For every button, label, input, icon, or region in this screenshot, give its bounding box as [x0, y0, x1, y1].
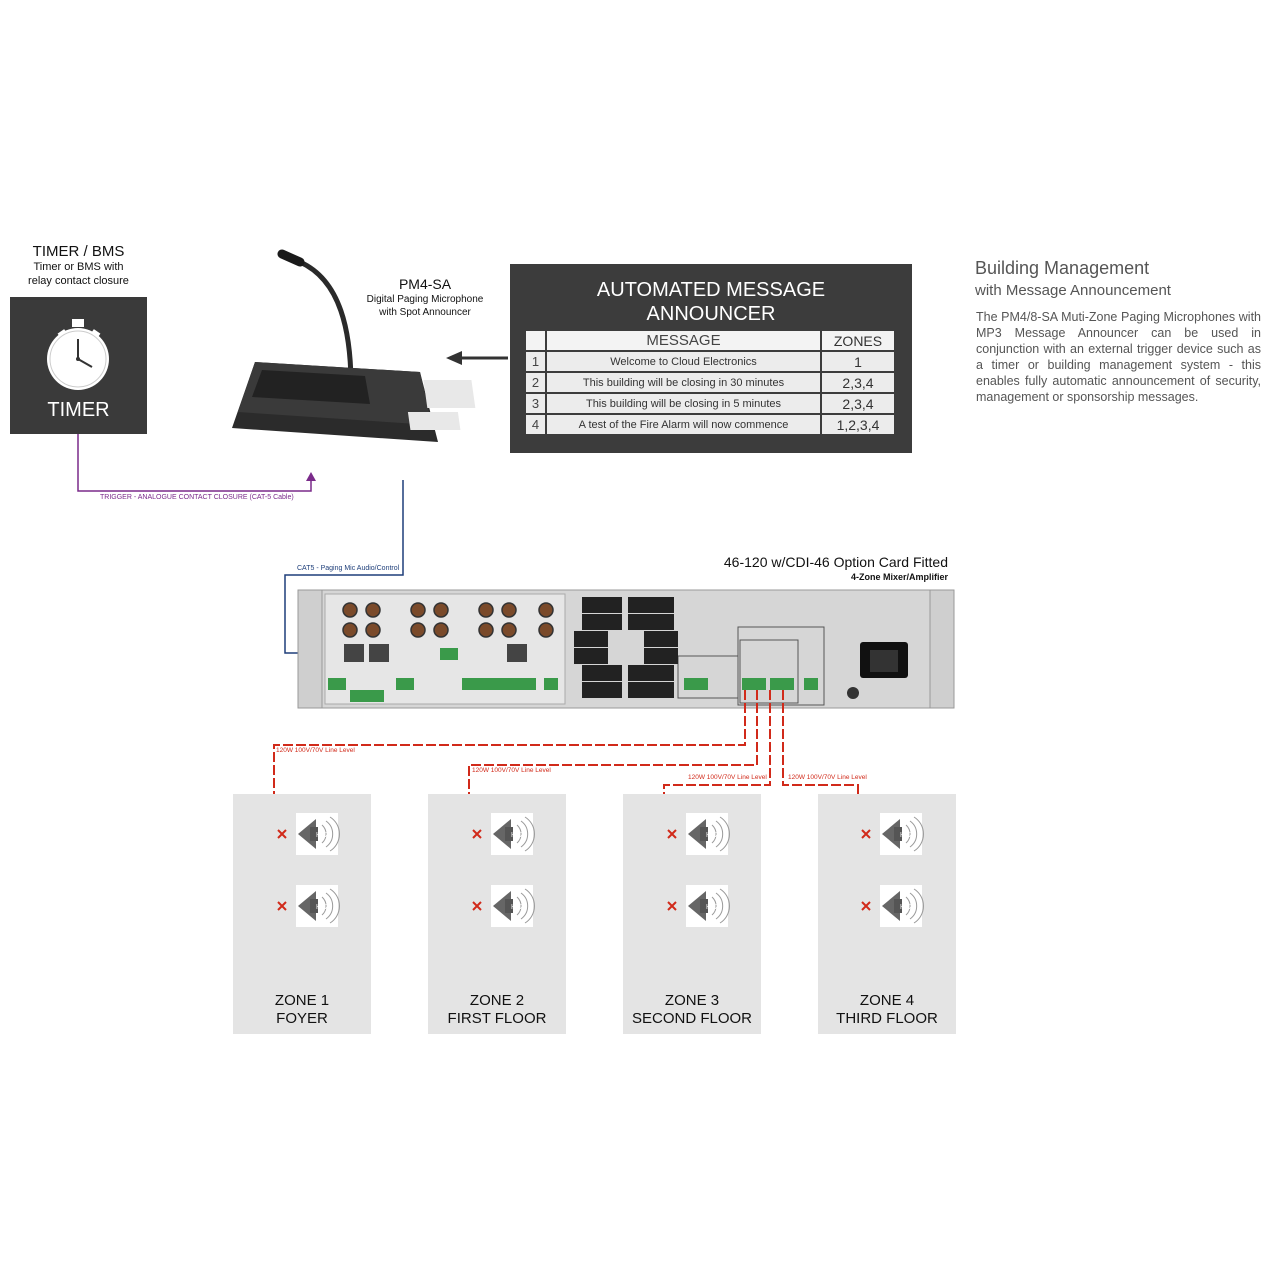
speaker-connector	[667, 901, 677, 911]
row-message: This building will be closing in 30 minu…	[545, 371, 822, 394]
speaker-icon: Hi-Z	[296, 885, 340, 927]
speaker-connector	[472, 829, 482, 839]
message-table: MESSAGE ZONES 1 Welcome to Cloud Electro…	[524, 329, 896, 436]
zone-number: ZONE 3	[664, 992, 720, 1009]
speaker-icon: Hi-Z	[686, 813, 730, 855]
zone-number: ZONE 1	[274, 992, 330, 1009]
row-zones: 1,2,3,4	[820, 413, 896, 436]
amplifier-subtitle: 4-Zone Mixer/Amplifier	[850, 572, 948, 582]
message-announcer-panel: AUTOMATED MESSAGE ANNOUNCER MESSAGE ZONE…	[510, 264, 912, 453]
zone-number: ZONE 2	[469, 992, 525, 1009]
header-message: MESSAGE	[545, 329, 822, 352]
trigger-wire	[77, 434, 312, 492]
announcer-title: AUTOMATED MESSAGE ANNOUNCER	[510, 278, 912, 326]
header-num-cell	[524, 329, 547, 352]
paging-microphone	[232, 249, 476, 442]
timer-subtitle-2: relay contact closure	[28, 275, 129, 287]
microphone-subtitle: Digital Paging Microphone with Spot Anno…	[330, 293, 520, 319]
speaker-connector	[277, 829, 287, 839]
speaker-hiz-label: Hi-Z	[511, 904, 525, 911]
microphone-title: PM4-SA	[398, 276, 452, 292]
microphone-subtitle-2: with Spot Announcer	[379, 307, 471, 318]
table-row: 2 This building will be closing in 30 mi…	[524, 371, 896, 394]
speaker-icon: Hi-Z	[880, 813, 924, 855]
zone-name: ZONE 1 FOYER	[233, 992, 371, 1028]
trigger-arrow	[306, 472, 316, 481]
speaker-connector	[277, 901, 287, 911]
zone-location: THIRD FLOOR	[836, 1010, 938, 1027]
trigger-label: TRIGGER - ANALOGUE CONTACT CLOSURE (CAT-…	[100, 494, 294, 501]
header-zones: ZONES	[820, 329, 896, 352]
timer-label: TIMER	[47, 399, 110, 421]
speaker-hiz-label: Hi-Z	[706, 904, 720, 911]
speaker-icon: Hi-Z	[296, 813, 340, 855]
stopwatch-icon	[47, 319, 109, 390]
timer-device: TIMER	[10, 297, 147, 434]
zone-name: ZONE 4 THIRD FLOOR	[818, 992, 956, 1028]
amplifier-rack	[297, 589, 955, 709]
zone2-line-level-label: 120W 100V/70V Line Level	[472, 767, 551, 774]
speaker-hiz-label: Hi-Z	[706, 832, 720, 839]
table-row: 1 Welcome to Cloud Electronics 1	[524, 350, 896, 373]
row-message: This building will be closing in 5 minut…	[545, 392, 822, 415]
speaker-connector	[861, 901, 871, 911]
zone-name: ZONE 2 FIRST FLOOR	[428, 992, 566, 1028]
speaker-icon: Hi-Z	[491, 813, 535, 855]
speaker-icon: Hi-Z	[686, 885, 730, 927]
microphone-subtitle-1: Digital Paging Microphone	[366, 294, 484, 305]
announcer-title-2: ANNOUNCER	[646, 303, 776, 325]
zone-location: SECOND FLOOR	[631, 1010, 752, 1027]
row-message: Welcome to Cloud Electronics	[545, 350, 822, 373]
timer-title: TIMER / BMS	[32, 243, 125, 260]
cat5-label: CAT5 - Paging Mic Audio/Control	[297, 565, 400, 572]
speaker-connector	[472, 901, 482, 911]
timer-subtitle-1: Timer or BMS with	[33, 261, 124, 273]
speaker-icon: Hi-Z	[880, 885, 924, 927]
speaker-connector	[861, 829, 871, 839]
row-number: 4	[524, 413, 547, 436]
row-number: 3	[524, 392, 547, 415]
row-message: A test of the Fire Alarm will now commen…	[545, 413, 822, 436]
zone-location: FIRST FLOOR	[447, 1010, 547, 1027]
speaker-hiz-label: Hi-Z	[316, 904, 330, 911]
building-management-title: Building Management	[975, 258, 1150, 278]
timer-heading: TIMER / BMS Timer or BMS with relay cont…	[10, 243, 147, 288]
zone-name: ZONE 3 SECOND FLOOR	[623, 992, 761, 1028]
zone-number: ZONE 4	[859, 992, 915, 1009]
row-zones: 1	[820, 350, 896, 373]
zone1-line-level-label: 120W 100V/70V Line Level	[276, 747, 355, 754]
row-zones: 2,3,4	[820, 392, 896, 415]
speaker-hiz-label: Hi-Z	[316, 832, 330, 839]
row-number: 1	[524, 350, 547, 373]
speaker-hiz-label: Hi-Z	[511, 832, 525, 839]
row-zones: 2,3,4	[820, 371, 896, 394]
speaker-hiz-label: Hi-Z	[900, 832, 914, 839]
zone3-line-level-label: 120W 100V/70V Line Level	[688, 774, 767, 781]
speaker-icon: Hi-Z	[491, 885, 535, 927]
amplifier-title: 46-120 w/CDI-46 Option Card Fitted	[723, 554, 948, 570]
table-row: 4 A test of the Fire Alarm will now comm…	[524, 413, 896, 436]
table-header-row: MESSAGE ZONES	[524, 329, 896, 352]
building-management-description: The PM4/8-SA Muti-Zone Paging Microphone…	[976, 310, 1261, 404]
table-row: 3 This building will be closing in 5 min…	[524, 392, 896, 415]
speaker-hiz-label: Hi-Z	[900, 904, 914, 911]
row-number: 2	[524, 371, 547, 394]
announcer-arrowhead	[446, 351, 462, 365]
announcer-title-1: AUTOMATED MESSAGE	[596, 279, 826, 301]
building-management-subtitle: with Message Announcement	[975, 282, 1171, 299]
zone4-line-level-label: 120W 100V/70V Line Level	[788, 774, 867, 781]
speaker-connector	[667, 829, 677, 839]
zone-location: FOYER	[276, 1010, 328, 1027]
